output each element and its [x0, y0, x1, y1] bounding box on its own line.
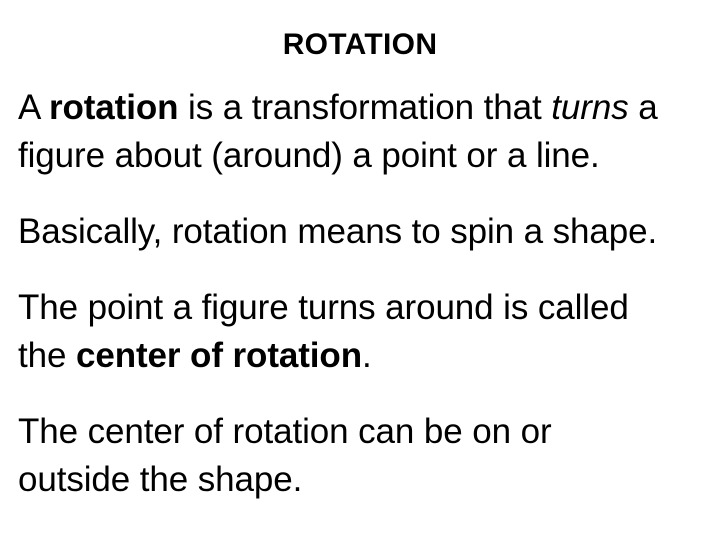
text-run-regular: The center of rotation can be on or	[18, 412, 552, 451]
text-run-bold: rotation	[48, 88, 179, 127]
text-run-regular: figure about (around) a point or a line.	[18, 136, 600, 175]
slide-body: A rotation is a transformation that turn…	[18, 84, 710, 504]
text-line: Basically, rotation means to spin a shap…	[18, 208, 710, 256]
paragraph-definition: A rotation is a transformation that turn…	[18, 84, 710, 180]
paragraph-basically: Basically, rotation means to spin a shap…	[18, 208, 710, 256]
text-run-regular: The point a figure turns around is calle…	[18, 288, 629, 327]
text-run-regular: the	[18, 336, 76, 375]
text-run-regular: outside the shape.	[18, 460, 303, 499]
text-line: A rotation is a transformation that turn…	[18, 84, 710, 132]
text-line: outside the shape.	[18, 456, 710, 504]
text-run-regular: Basically, rotation means to spin a shap…	[18, 212, 658, 251]
text-line: The point a figure turns around is calle…	[18, 284, 710, 332]
text-run-bold: center of rotation	[75, 336, 362, 375]
text-run-regular: is a transformation that	[178, 88, 552, 127]
text-line: the center of rotation.	[18, 332, 710, 380]
paragraph-location: The center of rotation can be on or outsi…	[18, 408, 710, 504]
text-line: figure about (around) a point or a line.	[18, 132, 710, 180]
text-run-regular: .	[361, 336, 372, 375]
text-run-regular: A	[18, 88, 49, 127]
slide-title: ROTATION	[282, 28, 438, 61]
text-run-italic: turns	[551, 88, 629, 127]
text-line: The center of rotation can be on or	[18, 408, 710, 456]
paragraph-center-of-rotation: The point a figure turns around is calle…	[18, 284, 710, 380]
text-run-regular: a	[628, 88, 658, 127]
